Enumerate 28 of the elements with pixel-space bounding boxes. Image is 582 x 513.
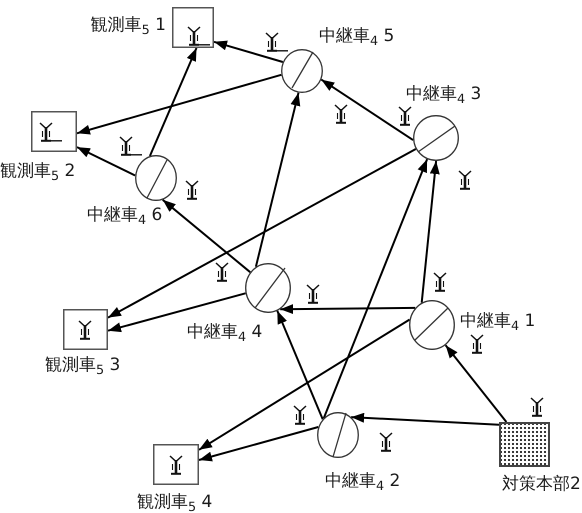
node-label: 中継車$_{4}$ 4: [187, 322, 262, 342]
arrow: [420, 160, 440, 303]
node-label: 観測車$_{5}$ 4: [137, 492, 212, 512]
arrow: [254, 92, 300, 267]
arrow: [320, 78, 414, 141]
arrow: [280, 304, 416, 314]
node-label: 中継車$_{4}$ 6: [87, 205, 162, 225]
arrow: [322, 158, 428, 418]
node-label: 中継車$_{4}$ 5: [319, 26, 394, 46]
arrow: [76, 146, 136, 176]
arrow: [108, 148, 416, 318]
arrow: [276, 310, 324, 420]
node-label: 観測車$_{5}$ 1: [90, 15, 166, 35]
node-label: 観測車$_{5}$ 2: [0, 161, 76, 181]
node-label: 中継車$_{4}$ 3: [406, 84, 482, 104]
arrow: [148, 48, 198, 156]
arrow: [214, 40, 284, 63]
arrow: [351, 412, 500, 426]
arrow: [444, 344, 508, 423]
arrow: [76, 74, 282, 135]
node-label: 対策本部2: [502, 474, 581, 494]
arrow: [198, 318, 410, 451]
node-label: 中継車$_{4}$ 2: [325, 471, 400, 491]
arrow: [198, 426, 319, 462]
arrow: [162, 199, 251, 273]
node-label: 観測車$_{5}$ 3: [45, 355, 120, 375]
node-label: 中継車$_{4}$ 1: [460, 311, 536, 331]
arrow: [108, 292, 246, 332]
